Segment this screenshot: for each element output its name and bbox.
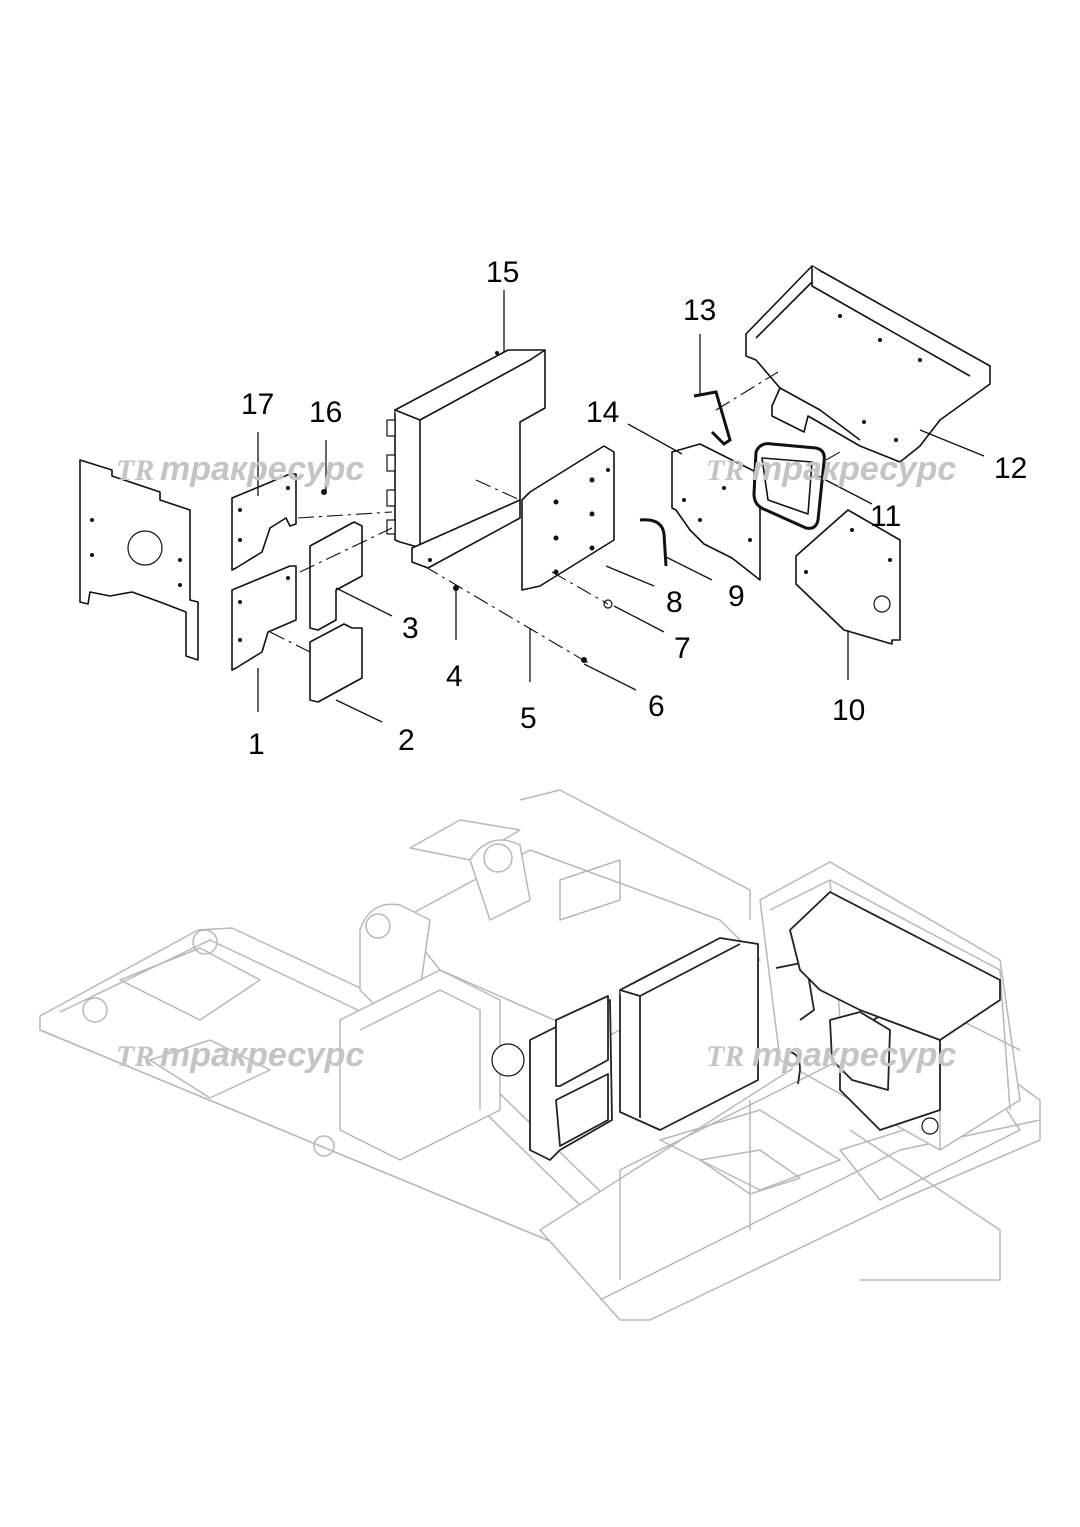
watermark-bottom-right: TR тракресурс bbox=[706, 1036, 956, 1074]
assembly-line bbox=[423, 565, 591, 665]
callout-8: 8 bbox=[666, 586, 683, 619]
exploded-view bbox=[79, 265, 991, 723]
part-15-cover-box bbox=[394, 349, 546, 551]
callout-2: 2 bbox=[398, 724, 415, 757]
watermark-text: тракресурс bbox=[752, 450, 956, 488]
assembled-shroud bbox=[789, 891, 1001, 1041]
part-14-plate bbox=[671, 443, 761, 581]
watermark-top-right: TR тракресурс bbox=[706, 450, 956, 488]
watermark-logo: TR bbox=[116, 1040, 154, 1073]
assembled-hose bbox=[787, 1051, 801, 1085]
callout-5: 5 bbox=[520, 702, 537, 735]
part-4-bolt bbox=[453, 585, 459, 591]
part-8-plate bbox=[521, 445, 615, 591]
callout-10: 10 bbox=[832, 694, 865, 727]
assembly-line bbox=[825, 451, 841, 461]
watermark-text: тракресурс bbox=[160, 1036, 364, 1074]
part-10-hole bbox=[873, 595, 891, 613]
callout-7: 7 bbox=[674, 632, 691, 665]
callouts: 15 13 17 16 14 12 11 8 9 3 7 4 6 10 5 2 … bbox=[241, 256, 1027, 761]
assembly-line bbox=[297, 511, 393, 519]
part-1-plate bbox=[231, 565, 297, 671]
machine-frame bbox=[39, 789, 1041, 1321]
assembly-line bbox=[475, 479, 521, 501]
part-17-plate bbox=[231, 473, 297, 571]
callout-4: 4 bbox=[446, 660, 463, 693]
callout-15: 15 bbox=[486, 256, 519, 289]
callout-17: 17 bbox=[241, 388, 274, 421]
callout-13: 13 bbox=[683, 294, 716, 327]
callout-3: 3 bbox=[402, 612, 419, 645]
callout-11: 11 bbox=[870, 500, 901, 533]
assembly-line bbox=[299, 527, 393, 573]
part-12-shroud bbox=[745, 265, 991, 463]
part-10-plate bbox=[795, 509, 901, 645]
assembly-line bbox=[715, 371, 779, 411]
watermark-bottom-left: TR тракресурс bbox=[116, 1036, 364, 1074]
callout-16: 16 bbox=[309, 396, 342, 429]
part-2-pad bbox=[309, 623, 363, 703]
assembly-line bbox=[551, 571, 609, 605]
watermark-text: тракресурс bbox=[752, 1036, 956, 1074]
callout-6: 6 bbox=[648, 690, 665, 723]
assembled-cover-box bbox=[619, 937, 759, 1131]
assembly-line bbox=[269, 631, 315, 655]
watermark-logo: TR bbox=[706, 454, 744, 487]
callout-1: 1 bbox=[248, 728, 265, 761]
part-15-lower-flange bbox=[411, 499, 521, 569]
callout-9: 9 bbox=[728, 580, 745, 613]
callout-14: 14 bbox=[586, 396, 619, 429]
part-16-bolt bbox=[321, 489, 327, 495]
watermark-top-left: TR тракресурс bbox=[116, 450, 364, 488]
part-3-pad bbox=[309, 521, 363, 631]
assembled-seal bbox=[775, 961, 815, 1021]
part-9-hose bbox=[639, 518, 668, 567]
watermark-logo: TR bbox=[116, 454, 154, 487]
callout-12: 12 bbox=[994, 452, 1027, 485]
watermark-text: тракресурс bbox=[160, 450, 364, 488]
part-13-seal bbox=[693, 390, 732, 446]
watermark-logo: TR bbox=[706, 1040, 744, 1073]
part-left-plate-hole bbox=[127, 530, 163, 566]
assembled-window bbox=[829, 1011, 891, 1091]
